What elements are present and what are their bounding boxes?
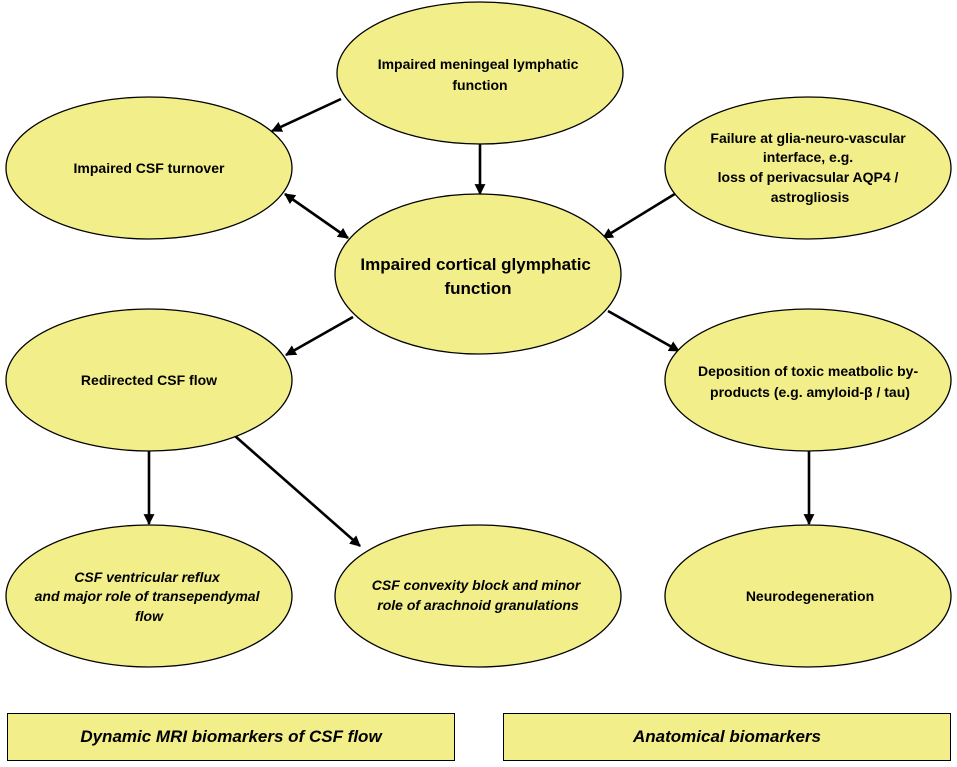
legend-dynamic-label: Dynamic MRI biomarkers of CSF flow bbox=[80, 727, 382, 746]
edge-csf-turnover-glymphatic-bidirectional bbox=[284, 192, 349, 240]
node-label: Redirected CSF flow bbox=[81, 372, 217, 388]
legend-dynamic-mri-biomarkers: Dynamic MRI biomarkers of CSF flow bbox=[7, 713, 455, 761]
node-label-line: astrogliosis bbox=[771, 189, 850, 205]
node-label-line: and major role of transependymal bbox=[35, 588, 261, 604]
node-label-line: flow bbox=[135, 608, 164, 624]
node-label-line: Deposition of toxic meatbolic by- bbox=[698, 363, 918, 379]
legend-anatomical-biomarkers: Anatomical biomarkers bbox=[503, 713, 951, 761]
node-label-line: Failure at glia-neuro-vascular bbox=[710, 130, 906, 146]
edge-glia-to-glymphatic bbox=[602, 190, 679, 240]
node-deposition-toxic-byproducts: Deposition of toxic meatbolic by- produc… bbox=[664, 308, 952, 452]
node-impaired-csf-turnover: Impaired CSF turnover bbox=[5, 96, 293, 240]
node-label-line: CSF convexity block and minor bbox=[372, 577, 582, 593]
node-label-line: role of arachnoid granulations bbox=[377, 597, 579, 613]
node-label-line: Neurodegeneration bbox=[746, 588, 874, 604]
edge-glymphatic-to-redirected bbox=[285, 315, 354, 357]
node-label: Deposition of toxic meatbolic by- produc… bbox=[698, 363, 922, 400]
node-glia-neuro-vascular-failure: Failure at glia-neuro-vascular interface… bbox=[664, 96, 952, 240]
node-label: Impaired cortical glymphatic function bbox=[360, 255, 595, 298]
node-label: CSF convexity block and minor role of ar… bbox=[372, 577, 584, 613]
node-label: Neurodegeneration bbox=[746, 588, 874, 604]
node-label-line: function bbox=[444, 279, 511, 298]
node-label: Impaired meningeal lymphatic function bbox=[378, 56, 583, 93]
node-redirected-csf-flow: Redirected CSF flow bbox=[5, 308, 293, 452]
node-label: Impaired CSF turnover bbox=[74, 160, 225, 176]
node-label: CSF ventricular reflux and major role of… bbox=[35, 569, 264, 624]
node-label-line: function bbox=[452, 77, 507, 93]
edge-redirected-to-convexity bbox=[234, 435, 361, 547]
legend-anatomical-label: Anatomical biomarkers bbox=[632, 727, 821, 746]
node-label-line: loss of perivacsular AQP4 / bbox=[718, 169, 899, 185]
node-label-line: Impaired cortical glymphatic bbox=[360, 255, 591, 274]
node-label-line: Impaired meningeal lymphatic bbox=[378, 56, 579, 72]
node-csf-ventricular-reflux: CSF ventricular reflux and major role of… bbox=[5, 524, 293, 668]
node-impaired-cortical-glymphatic-function: Impaired cortical glymphatic function bbox=[334, 193, 622, 355]
node-csf-convexity-block: CSF convexity block and minor role of ar… bbox=[334, 524, 622, 668]
edge-glymphatic-to-deposition bbox=[607, 309, 680, 353]
node-label-line: Impaired CSF turnover bbox=[74, 160, 225, 176]
node-neurodegeneration: Neurodegeneration bbox=[664, 524, 952, 668]
node-label: Failure at glia-neuro-vascular interface… bbox=[710, 130, 909, 205]
node-label-line: Redirected CSF flow bbox=[81, 372, 217, 388]
node-label-line: products (e.g. amyloid-β / tau) bbox=[710, 384, 910, 400]
node-impaired-meningeal-lymphatic-function: Impaired meningeal lymphatic function bbox=[336, 1, 624, 145]
node-label-line: CSF ventricular reflux bbox=[74, 569, 221, 585]
edge-meningeal-to-csf-turnover bbox=[271, 97, 342, 133]
node-label-line: interface, e.g. bbox=[763, 149, 853, 165]
